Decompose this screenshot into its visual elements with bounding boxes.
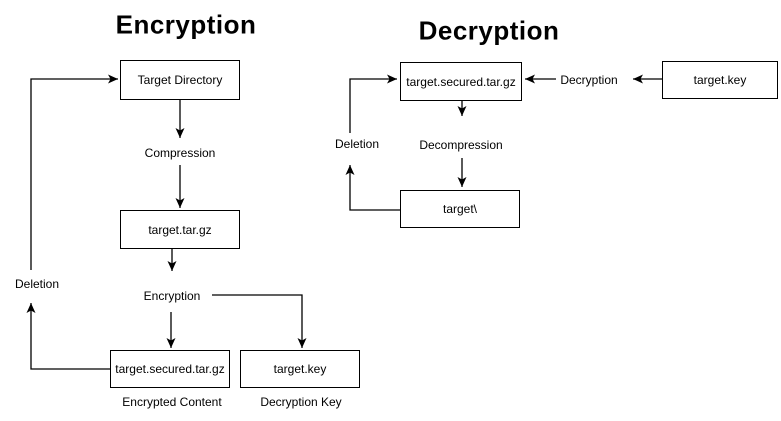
node-target-key-decryption: target.key <box>662 61 778 99</box>
encryption-flow-title: Encryption <box>115 9 257 40</box>
arrow-encryption-to-key <box>212 294 307 348</box>
caption-decryption-key: Decryption Key <box>258 395 344 409</box>
arrow-deletion-right-upper <box>349 74 397 133</box>
node-target-secured-tar-gz-decryption: target.secured.tar.gz <box>400 62 522 101</box>
edge-label-deletion-encryption: Deletion <box>12 277 62 291</box>
arrow-deletion-right-lower <box>345 165 400 211</box>
edge-label-deletion-decryption: Deletion <box>332 137 382 151</box>
node-target-directory: Target Directory <box>120 60 240 100</box>
arrow-deletion-left-upper <box>30 74 118 270</box>
node-target-key-encryption: target.key <box>240 350 360 388</box>
edge-label-compression: Compression <box>142 146 218 160</box>
node-target-tar-gz: target.tar.gz <box>120 210 240 249</box>
decryption-flow-title: Decryption <box>418 15 560 46</box>
edge-label-decompression: Decompression <box>417 138 505 152</box>
caption-encrypted-content: Encrypted Content <box>120 395 224 409</box>
edge-label-encryption: Encryption <box>141 289 203 303</box>
edge-label-decryption: Decryption <box>558 73 620 87</box>
node-target-folder: target\ <box>400 190 520 228</box>
arrow-deletion-left-lower <box>26 303 110 370</box>
node-target-secured-tar-gz-encryption: target.secured.tar.gz <box>110 350 230 388</box>
